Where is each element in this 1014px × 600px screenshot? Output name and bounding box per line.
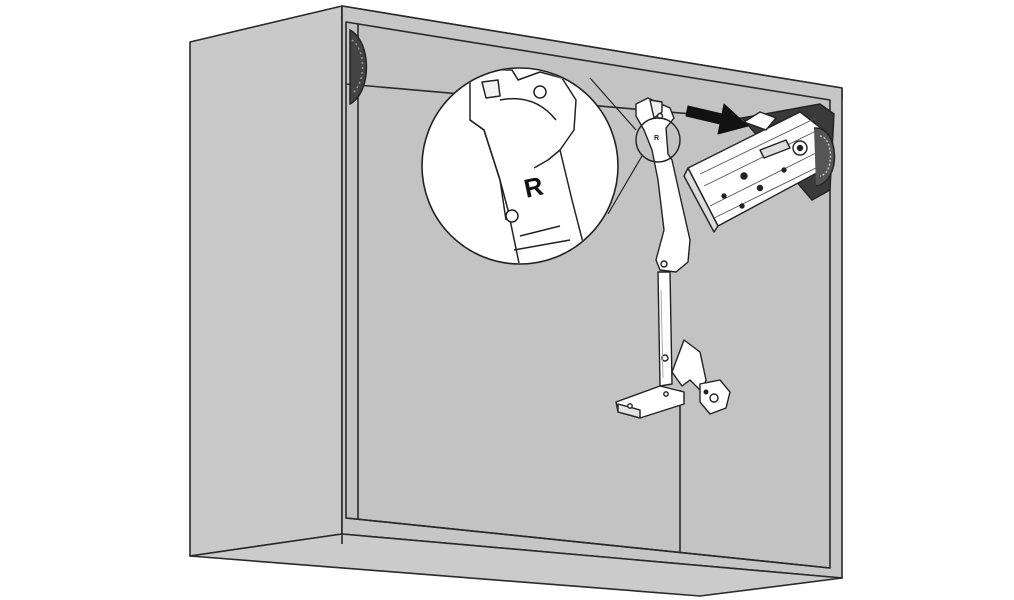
lift-mechanism-housing	[683, 103, 836, 233]
cabinet-bottom-panel	[189, 533, 843, 597]
lift-arm	[615, 97, 731, 419]
cabinet-left-side	[189, 5, 343, 557]
left-lift-mechanism	[349, 28, 368, 106]
push-direction-arrow-icon	[685, 103, 749, 135]
mechanism-r-mark: R	[654, 135, 659, 142]
zoom-target-circle	[635, 117, 681, 163]
inner-bottom-edge	[345, 517, 831, 569]
magnifier-callout-icon: R	[421, 67, 643, 265]
